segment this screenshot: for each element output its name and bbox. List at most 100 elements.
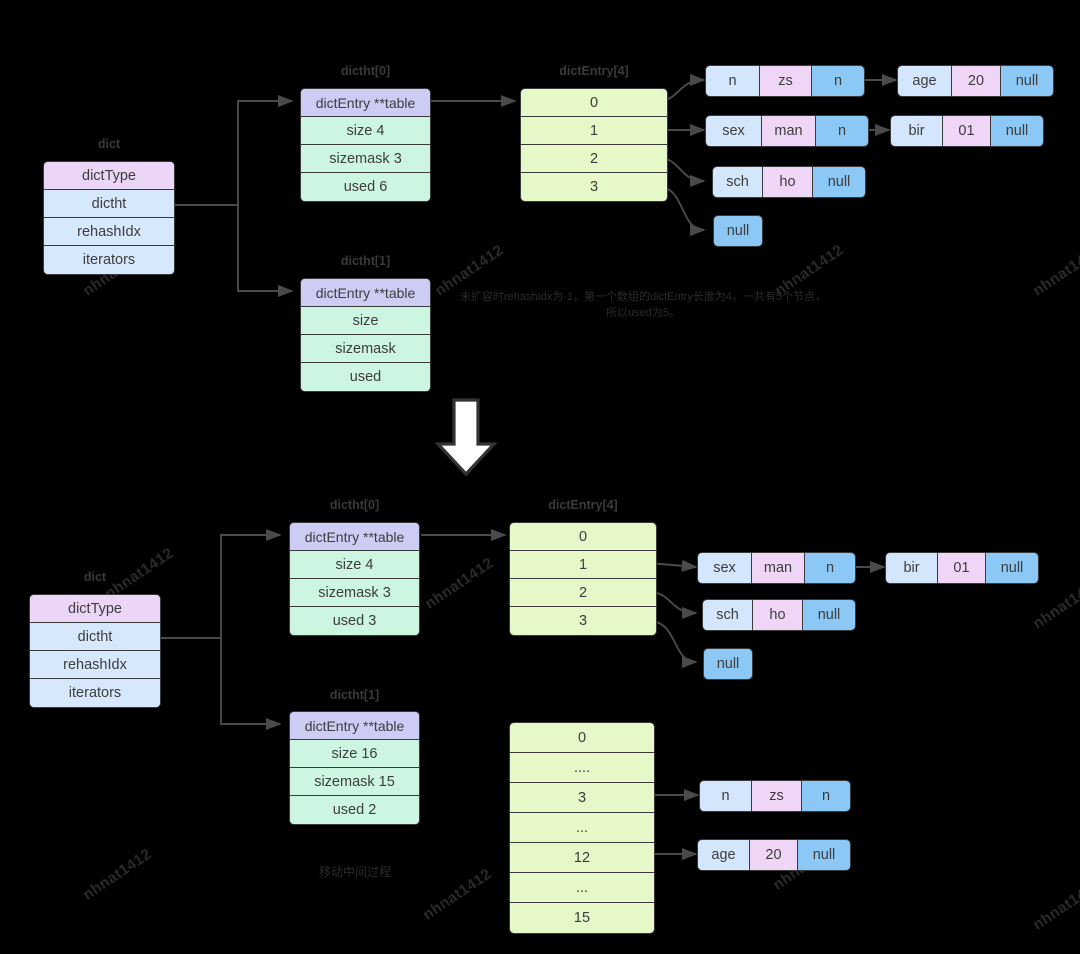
dictht1-field-used: used — [301, 363, 430, 391]
bucket-2: 2 — [510, 579, 656, 607]
dictht1-field-sizemask: sizemask — [301, 335, 430, 363]
bucket-gap-1: .... — [510, 753, 654, 783]
node-value: zs — [760, 66, 812, 96]
top-dictht1-struct: dictEntry **table size sizemask used — [300, 278, 431, 392]
dict-field-dictType: dictType — [30, 595, 160, 623]
node-key: sex — [706, 116, 762, 146]
watermark: nhnat1412 — [79, 845, 155, 904]
node-next: n — [805, 553, 855, 583]
node-value: man — [752, 553, 805, 583]
watermark: nhnat1412 — [1029, 241, 1080, 300]
dictht0-field-size: size 4 — [301, 117, 430, 145]
bottom-dictentry-array1: 0 .... 3 ... 12 ... 15 — [509, 722, 655, 934]
bucket-2: 2 — [521, 145, 667, 173]
node-key: age — [698, 840, 750, 870]
bucket-0: 0 — [521, 89, 667, 117]
node-key: sch — [713, 167, 763, 197]
node-next: null — [991, 116, 1043, 146]
bottom-dictht1-struct: dictEntry **table size 16 sizemask 15 us… — [289, 711, 420, 825]
node-key: n — [700, 781, 752, 811]
node-next: null — [798, 840, 850, 870]
label-bottom-dict: dict — [83, 570, 107, 584]
node-key: n — [706, 66, 760, 96]
watermark: nhnat1412 — [1029, 875, 1080, 934]
dict-field-dictht: dictht — [30, 623, 160, 651]
dictht1-field-table: dictEntry **table — [301, 279, 430, 307]
label-top-ht1: dictht[1] — [340, 254, 391, 268]
dict-field-iterators: iterators — [30, 679, 160, 707]
link-b-dict-ht0 — [161, 528, 282, 639]
dict-field-iterators: iterators — [44, 246, 174, 274]
top-caption: 未扩容时rehashIdx为-1，第一个数组的dictEntry长度为4，一共有… — [459, 291, 827, 319]
label-bottom-ht1: dictht[1] — [329, 688, 380, 702]
dictht0-field-table: dictEntry **table — [301, 89, 430, 117]
node-value: zs — [752, 781, 802, 811]
bucket-0: 0 — [510, 723, 654, 753]
node-key: sex — [698, 553, 752, 583]
node-value: 20 — [750, 840, 798, 870]
top-dictht0-struct: dictEntry **table size 4 sizemask 3 used… — [300, 88, 431, 202]
label-top-dict: dict — [97, 137, 121, 151]
entry-node-age-20: age 20 null — [897, 65, 1054, 97]
entry-node-age-20: age 20 null — [697, 839, 851, 871]
dictht0-field-sizemask: sizemask 3 — [301, 145, 430, 173]
top-dictentry-array: 0 1 2 3 — [520, 88, 668, 202]
entry-node-n-zs: n zs n — [699, 780, 851, 812]
bottom-dictht0-struct: dictEntry **table size 4 sizemask 3 used… — [289, 522, 420, 636]
dictht1-field-table: dictEntry **table — [290, 712, 419, 740]
dict-field-rehashIdx: rehashIdx — [30, 651, 160, 679]
dictht1-field-sizemask: sizemask 15 — [290, 768, 419, 796]
dict-field-rehashIdx: rehashIdx — [44, 218, 174, 246]
entry-node-sch-ho: sch ho null — [712, 166, 866, 198]
bucket-1: 1 — [510, 551, 656, 579]
node-value: ho — [753, 600, 803, 630]
bucket-3: 3 — [510, 607, 656, 635]
node-next: null — [714, 216, 762, 246]
node-next: null — [803, 600, 855, 630]
node-value: 01 — [938, 553, 986, 583]
dictht0-field-sizemask: sizemask 3 — [290, 579, 419, 607]
bucket-gap-2: ... — [510, 813, 654, 843]
dict-field-dictht: dictht — [44, 190, 174, 218]
link-dict-ht1 — [237, 205, 294, 298]
node-next: n — [802, 781, 850, 811]
node-value: 20 — [952, 66, 1001, 96]
bucket-3: 3 — [510, 783, 654, 813]
bucket-15: 15 — [510, 903, 654, 933]
dictht1-field-used: used 2 — [290, 796, 419, 824]
bottom-caption: 移动中间过程 — [318, 865, 391, 879]
label-top-array: dictEntry[4] — [559, 64, 629, 78]
transition-down-arrow — [434, 398, 498, 477]
dictht1-field-size: size — [301, 307, 430, 335]
bucket-12: 12 — [510, 843, 654, 873]
node-next: null — [986, 553, 1038, 583]
label-top-ht0: dictht[0] — [340, 64, 391, 78]
node-next: null — [704, 649, 752, 679]
dictht0-field-size: size 4 — [290, 551, 419, 579]
bucket-gap-3: ... — [510, 873, 654, 903]
node-value: man — [762, 116, 816, 146]
dict-field-dictType: dictType — [44, 162, 174, 190]
link-b-dict-ht1 — [220, 638, 282, 731]
watermark: nhnat1412 — [421, 554, 497, 613]
entry-node-null: null — [703, 648, 753, 680]
node-next: null — [813, 167, 865, 197]
dictht0-field-used: used 6 — [301, 173, 430, 201]
node-key: age — [898, 66, 952, 96]
entry-node-sex-man: sex man n — [705, 115, 869, 147]
entry-node-sex-man: sex man n — [697, 552, 856, 584]
bottom-dictentry-array0: 0 1 2 3 — [509, 522, 657, 636]
watermark: nhnat1412 — [419, 865, 495, 924]
top-dict-struct: dictType dictht rehashIdx iterators — [43, 161, 175, 275]
node-key: sch — [703, 600, 753, 630]
entry-node-sch-ho: sch ho null — [702, 599, 856, 631]
dictht0-field-used: used 3 — [290, 607, 419, 635]
node-value: 01 — [943, 116, 991, 146]
dictht0-field-table: dictEntry **table — [290, 523, 419, 551]
entry-node-bir-01: bir 01 null — [890, 115, 1044, 147]
bucket-3: 3 — [521, 173, 667, 201]
node-value: ho — [763, 167, 813, 197]
node-key: bir — [886, 553, 938, 583]
link-dict-ht0 — [175, 94, 294, 206]
